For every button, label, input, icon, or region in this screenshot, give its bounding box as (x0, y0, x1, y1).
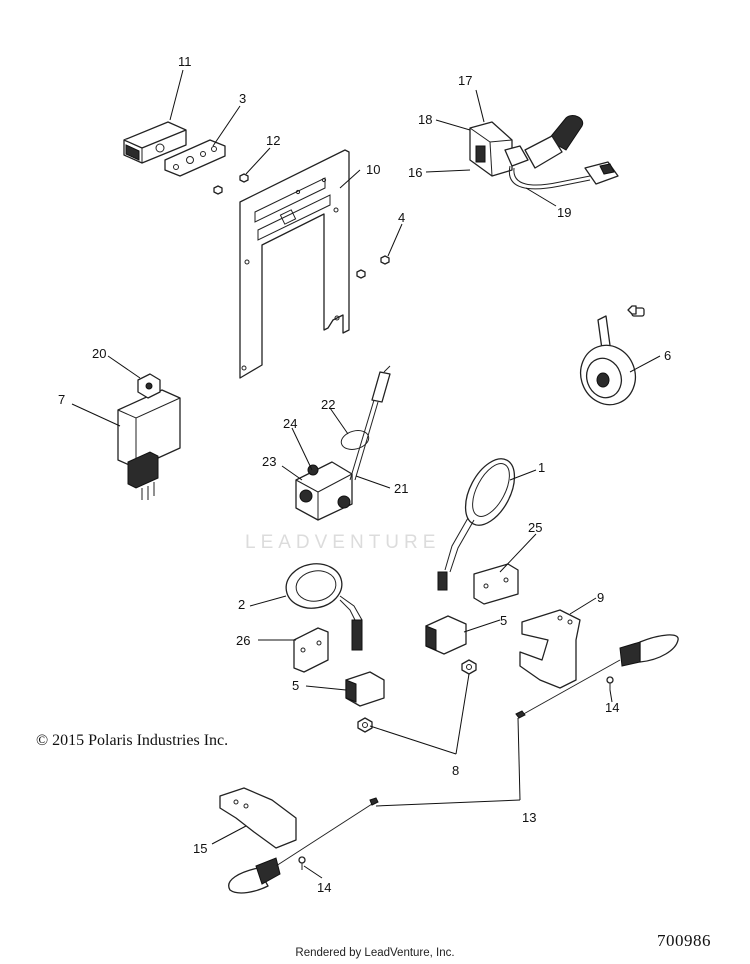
part-8-nuts[interactable] (357, 659, 477, 733)
label-20: 20 (92, 346, 106, 361)
part-14-screw-right[interactable] (606, 676, 614, 690)
label-6: 6 (664, 348, 671, 363)
part-1-mirror[interactable] (437, 451, 525, 591)
label-11: 11 (178, 54, 192, 69)
label-14-left: 14 (317, 880, 331, 895)
label-5-lower: 5 (292, 678, 299, 693)
label-26: 26 (236, 633, 250, 648)
part-2-mirror[interactable] (283, 559, 363, 651)
label-17: 17 (458, 73, 472, 88)
label-9: 9 (597, 590, 604, 605)
label-22: 22 (321, 397, 335, 412)
part-25-bracket[interactable] (473, 563, 519, 605)
part-5-connector-upper[interactable] (425, 615, 467, 655)
part-13-signal-right[interactable] (515, 634, 679, 719)
part-13-signal-left[interactable] (228, 797, 379, 894)
label-3: 3 (239, 91, 246, 106)
label-5-upper: 5 (500, 613, 507, 628)
part-16-19-switch[interactable] (469, 115, 619, 190)
label-21: 21 (394, 481, 408, 496)
part-26-bracket[interactable] (293, 627, 329, 673)
label-8: 8 (452, 763, 459, 778)
part-7-relay[interactable] (117, 373, 181, 500)
part-3-gasket[interactable] (164, 139, 226, 177)
diagram-id: 700986 (657, 931, 711, 950)
label-18: 18 (418, 112, 432, 127)
part-5-connector-lower[interactable] (345, 671, 385, 707)
label-7: 7 (58, 392, 65, 407)
label-15: 15 (193, 841, 207, 856)
label-14-right: 14 (605, 700, 619, 715)
part-12-nuts[interactable] (213, 173, 249, 195)
part-10-bracket[interactable] (239, 149, 350, 379)
render-credit: Rendered by LeadVenture, Inc. (295, 947, 455, 959)
callout-labels: 11 3 12 10 4 17 18 16 19 6 20 7 22 24 23… (58, 54, 671, 895)
part-15-bracket[interactable] (219, 787, 297, 849)
copyright-text: © 2015 Polaris Industries Inc. (36, 732, 229, 749)
label-24: 24 (283, 416, 297, 431)
label-4: 4 (398, 210, 405, 225)
part-9-bracket[interactable] (519, 609, 581, 689)
label-1: 1 (538, 460, 545, 475)
part-14-screw-left[interactable] (298, 856, 306, 870)
label-13: 13 (522, 810, 536, 825)
label-10: 10 (366, 162, 380, 177)
part-6-horn[interactable] (572, 305, 645, 412)
leader-lines (71, 69, 661, 879)
label-16: 16 (408, 165, 422, 180)
watermark: LEADVENTURE (245, 532, 441, 553)
part-21-24-clamp[interactable] (295, 365, 391, 521)
part-11-light-housing[interactable] (123, 121, 187, 207)
part-4-nuts[interactable] (356, 255, 390, 279)
label-2: 2 (238, 597, 245, 612)
label-19: 19 (557, 205, 571, 220)
label-23: 23 (262, 454, 276, 469)
label-25: 25 (528, 520, 542, 535)
label-12: 12 (266, 133, 280, 148)
